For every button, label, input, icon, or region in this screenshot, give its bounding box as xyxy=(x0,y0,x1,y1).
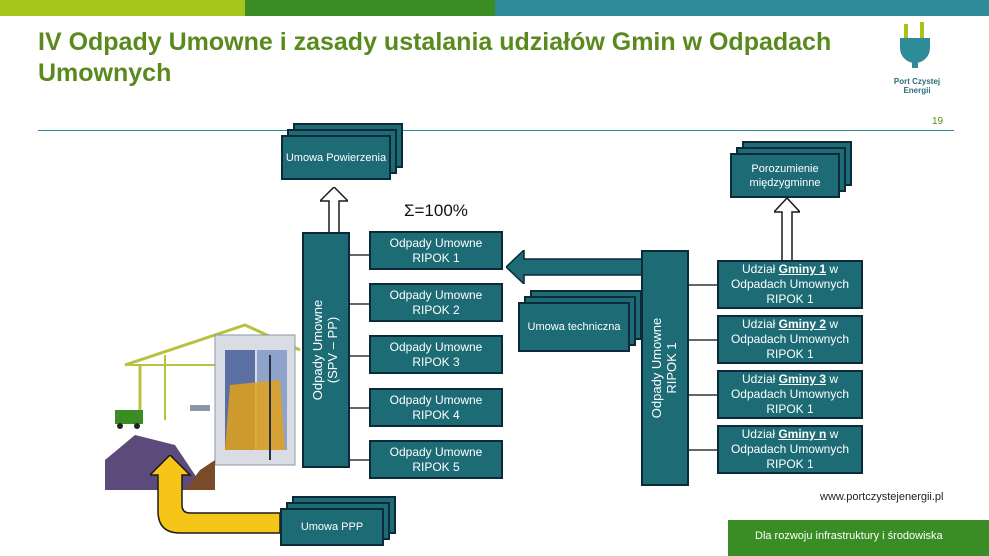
top-bar-teal xyxy=(495,0,989,16)
spv-waste-bar-label: Odpady Umowne(SPV – PP) xyxy=(310,299,340,401)
top-bar-green xyxy=(245,0,495,16)
share-box-gmina-2: Udział Gminy 2 w Odpadach Umownych RIPOK… xyxy=(717,315,863,364)
umowa-powierzenia-document: Umowa Powierzenia xyxy=(281,123,403,180)
waste-plant-illustration xyxy=(105,310,305,490)
ripok-box-5: Odpady Umowne RIPOK 5 xyxy=(369,440,503,479)
arrow-up-left xyxy=(320,187,348,235)
logo-plug-icon xyxy=(900,22,930,68)
ripok-box-1: Odpady Umowne RIPOK 1 xyxy=(369,231,503,270)
umowa-techniczna-document: Umowa techniczna xyxy=(518,290,642,352)
porozumienie-document: Porozumienie międzygminne xyxy=(730,141,852,198)
share-connectors xyxy=(689,284,717,451)
ripok1-waste-bar xyxy=(641,250,689,486)
sigma-total: Σ=100% xyxy=(404,201,468,220)
porozumienie-label: Porozumienie międzygminne xyxy=(749,162,821,189)
umowa-techniczna-label: Umowa techniczna xyxy=(527,321,621,333)
arrow-yellow-curved xyxy=(150,455,281,534)
footer-bar xyxy=(728,520,989,556)
share-box-gmina-n: Udział Gminy n w Odpadach Umownych RIPOK… xyxy=(717,425,863,474)
footer-text: Dla rozwoju infrastruktury i środowiska xyxy=(755,530,943,542)
umowa-ppp-document: Umowa PPP xyxy=(280,496,396,546)
bracket-connectors xyxy=(350,254,369,461)
logo-caption: Port Czystej Energii xyxy=(893,77,941,95)
ripok-box-2: Odpady Umowne RIPOK 2 xyxy=(369,283,503,322)
spv-waste-bar xyxy=(302,232,350,468)
arrow-left-ripok1 xyxy=(506,250,644,284)
website-link[interactable]: www.portczystejenergii.pl xyxy=(820,491,944,503)
arrow-up-right xyxy=(774,198,800,262)
umowa-powierzenia-label: Umowa Powierzenia xyxy=(285,151,387,164)
umowa-ppp-label: Umowa PPP xyxy=(300,521,364,533)
ripok-box-3: Odpady Umowne RIPOK 3 xyxy=(369,335,503,374)
share-box-gmina-3: Udział Gminy 3 w Odpadach Umownych RIPOK… xyxy=(717,370,863,419)
ripok-box-4: Odpady Umowne RIPOK 4 xyxy=(369,388,503,427)
page-number: 19 xyxy=(932,116,944,127)
share-box-gmina-1: Udział Gminy 1 w Odpadach Umownych RIPOK… xyxy=(717,260,863,309)
header-divider xyxy=(38,130,954,131)
page-title: IV Odpady Umowne i zasady ustalania udzi… xyxy=(38,28,832,87)
top-bar-lime xyxy=(0,0,245,16)
